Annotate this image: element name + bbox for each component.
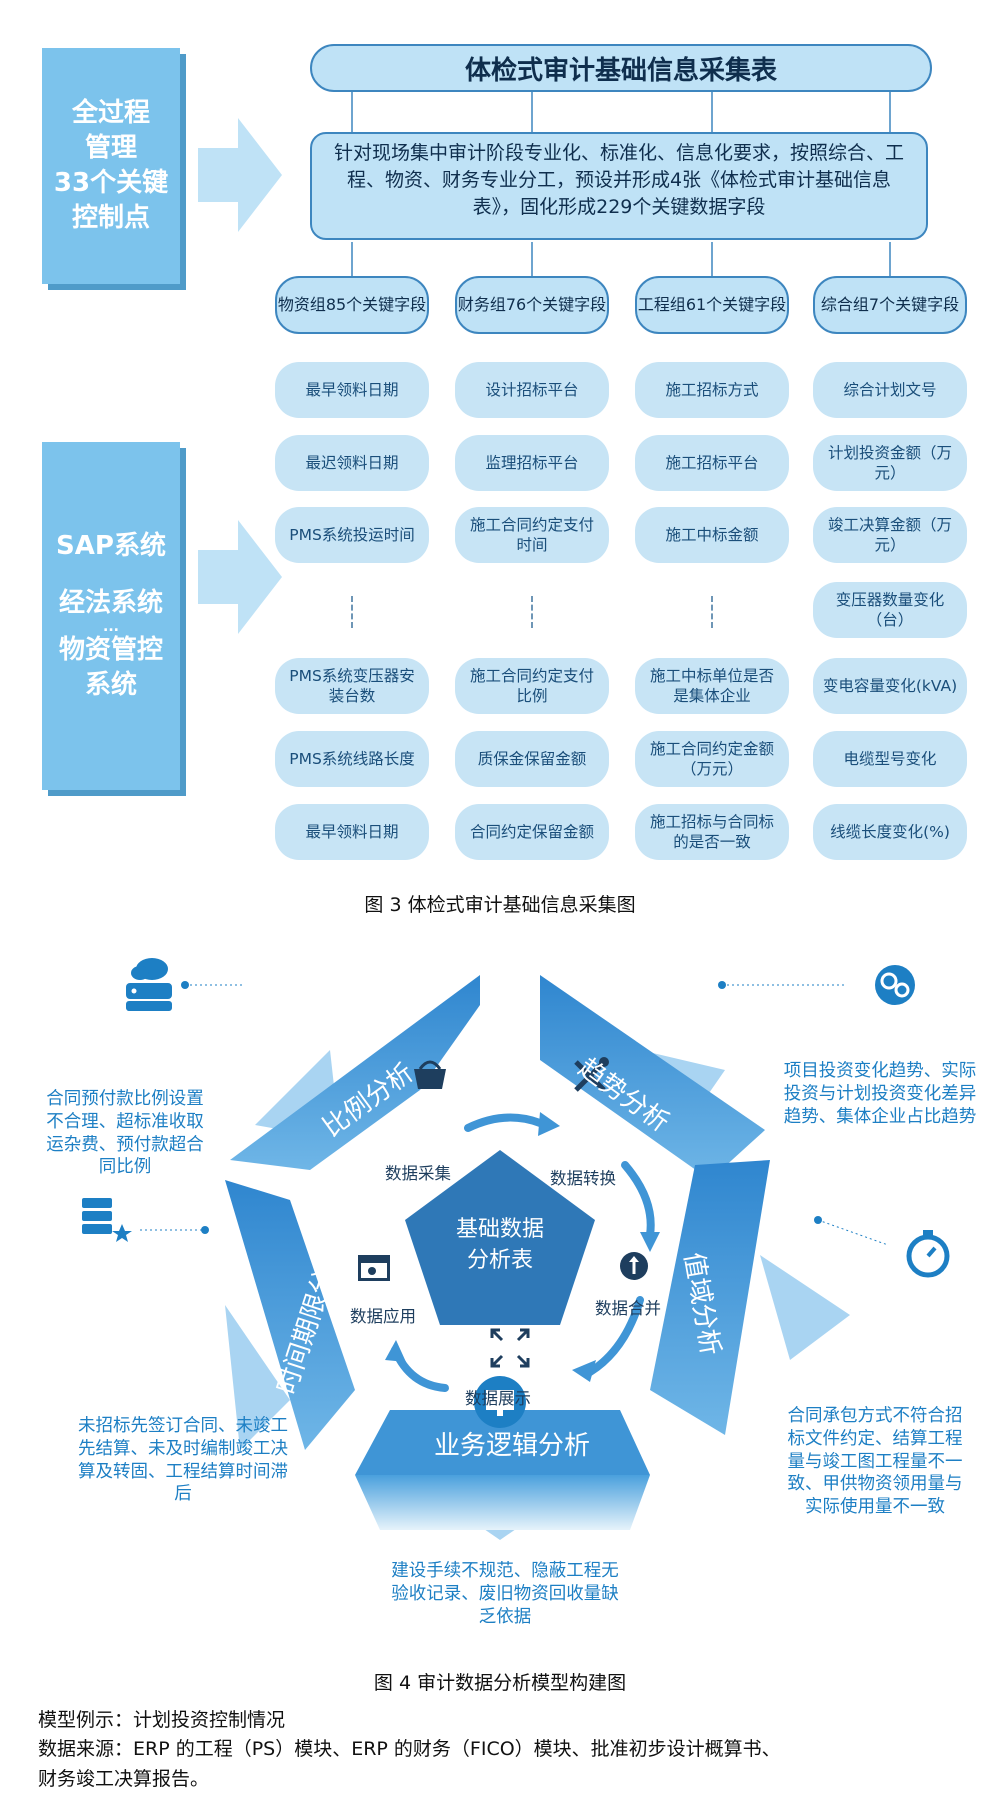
group-materials: 物资组85个关键字段	[275, 276, 429, 334]
stopwatch-icon	[906, 1230, 950, 1278]
body-text: 模型例示：计划投资控制情况 数据来源：ERP 的工程（PS）模块、ERP 的财务…	[38, 1706, 781, 1794]
field-item: PMS系统变压器安装台数	[275, 658, 429, 714]
control-points-box: 全过程 管理 33个关键 控制点	[42, 48, 180, 284]
gears-icon	[875, 965, 915, 1005]
system-line: ...	[103, 618, 119, 635]
wedge-trend	[540, 975, 765, 1180]
step-convert: 数据转换	[550, 1169, 616, 1188]
field-item: PMS系统投运时间	[275, 507, 429, 563]
wedge-ratio	[230, 975, 480, 1170]
right-arrow-icon	[198, 118, 282, 232]
system-line: 经法系统	[58, 587, 163, 618]
cloud-database-icon	[126, 958, 172, 1011]
field-item: 计划投资金额（万元）	[813, 435, 967, 491]
center-pentagon	[405, 1150, 595, 1325]
system-line: SAP系统	[56, 530, 166, 561]
ellipsis-divider	[531, 596, 533, 628]
field-item: 最早领料日期	[275, 362, 429, 418]
field-item: 施工招标与合同标的是否一致	[635, 804, 789, 860]
figure-3-caption: 图 3 体检式审计基础信息采集图	[364, 894, 636, 916]
field-item: PMS系统线路长度	[275, 731, 429, 787]
analysis-wheel	[82, 958, 950, 1540]
control-points-line: 管理	[84, 132, 137, 163]
system-line: 物资管控	[58, 635, 163, 666]
field-item: 电缆型号变化	[813, 731, 967, 787]
field-item: 设计招标平台	[455, 362, 609, 418]
field-item: 监理招标平台	[455, 435, 609, 491]
control-points-line: 控制点	[71, 203, 150, 234]
wedge-label-logic: 业务逻辑分析	[434, 1431, 591, 1461]
step-display: 数据展示	[465, 1389, 531, 1408]
wedge-logic	[355, 1410, 650, 1475]
field-item: 施工中标金额	[635, 507, 789, 563]
field-item: 质保金保留金额	[455, 731, 609, 787]
note-logic: 建设手续不规范、隐蔽工程无验收记录、废旧物资回收量缺乏依据	[391, 1561, 619, 1627]
field-item: 竣工决算金额（万元）	[813, 507, 967, 563]
field-item: 施工合同约定金额（万元）	[635, 731, 789, 787]
merge-arrow-icon	[620, 1252, 648, 1280]
wedge-range	[650, 1160, 770, 1435]
form-description: 针对现场集中审计阶段专业化、标准化、信息化要求，按照综合、工程、物资、财务专业分…	[310, 132, 928, 240]
right-arrow-icon	[198, 520, 282, 634]
field-item: 变电容量变化(kVA)	[813, 658, 967, 714]
expand-arrows-icon	[490, 1328, 530, 1368]
system-line: 系统	[84, 670, 137, 701]
systems-box: SAP系统 经法系统 ... 物资管控 系统	[42, 442, 180, 790]
field-item: 综合计划文号	[813, 362, 967, 418]
data-source-line-cont: 财务竣工决算报告。	[38, 1767, 210, 1790]
field-item: 施工招标方式	[635, 362, 789, 418]
field-item: 施工中标单位是否是集体企业	[635, 658, 789, 714]
field-item: 变压器数量变化（台）	[813, 582, 967, 638]
control-points-line: 33个关键	[53, 168, 169, 198]
monitor-icon	[474, 1376, 526, 1428]
figure-4-caption: 图 4 审计数据分析模型构建图	[373, 1672, 627, 1694]
group-finance: 财务组76个关键字段	[455, 276, 609, 334]
center-label: 基础数据分析表	[455, 1217, 544, 1273]
note-trend: 项目投资变化趋势、实际投资与计划投资变化差异趋势、集体企业占比趋势	[783, 1061, 977, 1127]
server-star-icon	[82, 1198, 132, 1242]
app-window-icon	[358, 1255, 390, 1281]
step-merge: 数据合并	[595, 1299, 661, 1318]
control-points-line: 全过程	[71, 97, 150, 128]
ellipsis-divider	[351, 596, 353, 628]
note-time: 未招标先签订合同、未竣工先结算、未及时编制竣工决算及转固、工程结算时间滞后	[78, 1416, 288, 1505]
connector-lines	[351, 90, 891, 276]
field-item: 施工招标平台	[635, 435, 789, 491]
group-engineering: 工程组61个关键字段	[635, 276, 789, 334]
field-item: 最早领料日期	[275, 804, 429, 860]
field-item: 施工合同约定支付比例	[455, 658, 609, 714]
step-collect: 数据采集	[385, 1164, 451, 1183]
model-example-line: 模型例示：计划投资控制情况	[38, 1709, 286, 1731]
ellipsis-divider	[711, 596, 713, 628]
note-ratio: 合同预付款比例设置不合理、超标准收取运杂费、预付款超合同比例	[46, 1089, 204, 1178]
wrench-screwdriver-icon	[574, 1057, 609, 1092]
basket-icon	[414, 1060, 446, 1089]
field-item: 施工合同约定支付时间	[455, 507, 609, 563]
group-general: 综合组7个关键字段	[813, 276, 967, 334]
note-range: 合同承包方式不符合招标文件约定、结算工程量与竣工图工程量不一致、甲供物资领用量与…	[787, 1406, 963, 1517]
step-apply: 数据应用	[350, 1307, 416, 1326]
wedge-time	[225, 1180, 355, 1450]
form-title: 体检式审计基础信息采集表	[310, 44, 932, 92]
data-source-line: 数据来源：ERP 的工程（PS）模块、ERP 的财务（FICO）模块、批准初步设…	[38, 1738, 781, 1761]
field-item: 合同约定保留金额	[455, 804, 609, 860]
field-item: 最迟领料日期	[275, 435, 429, 491]
field-item: 线缆长度变化(%)	[813, 804, 967, 860]
